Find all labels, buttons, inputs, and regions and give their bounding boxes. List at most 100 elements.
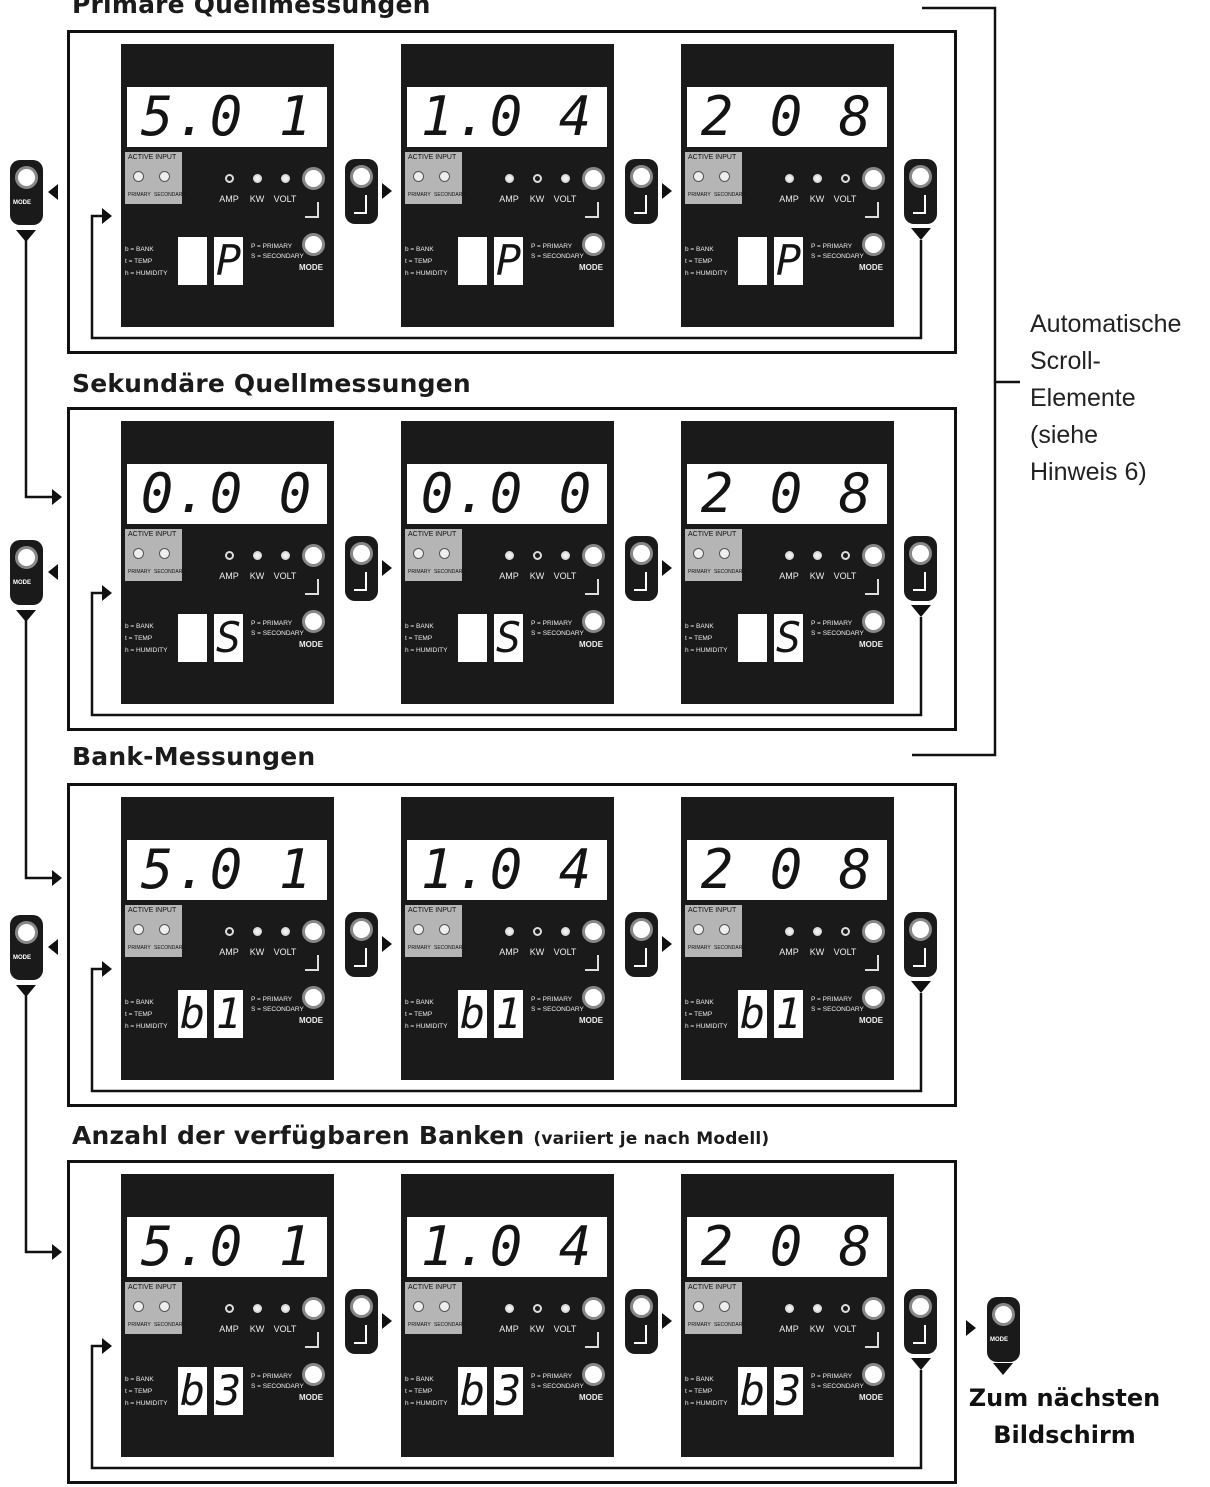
enter-button-3-1[interactable]: [625, 1289, 658, 1354]
enter-knob-icon[interactable]: [582, 1297, 605, 1320]
enter-button-3-2[interactable]: [904, 1289, 937, 1354]
legend-item-0: b = BANK: [125, 999, 154, 1006]
arrow-right-icon: [382, 183, 392, 199]
enter-knob-icon[interactable]: [302, 544, 325, 567]
amp-led-icon: [505, 551, 514, 560]
enter-button-0-2[interactable]: [904, 159, 937, 224]
small-readout-left: [178, 614, 207, 662]
volt-label: VOLT: [553, 1324, 577, 1334]
mode-knob-icon[interactable]: [862, 610, 885, 633]
mode-button-0[interactable]: MODE: [10, 160, 43, 225]
mode-knob-icon[interactable]: [302, 986, 325, 1009]
mode-knob-icon[interactable]: [582, 1363, 605, 1386]
mode-label: MODE: [579, 263, 603, 272]
kw-label: KW: [529, 571, 545, 581]
loop-line-2: [90, 967, 923, 1093]
legend-item-1: t = TEMP: [685, 635, 713, 642]
small-readout-left: [738, 237, 767, 285]
legend2-item-1: S = SECONDARY: [811, 630, 864, 637]
enter-knob-icon[interactable]: [862, 1297, 885, 1320]
enter-button-3-0[interactable]: [345, 1289, 378, 1354]
amp-label: AMP: [219, 1324, 239, 1334]
mode-knob-icon[interactable]: [582, 610, 605, 633]
main-readout: 2 0 8: [687, 464, 887, 524]
enter-button-1-2[interactable]: [904, 536, 937, 601]
loop-line-3: [90, 1344, 923, 1470]
primary-label: PRIMARY: [688, 569, 711, 575]
enter-knob-icon[interactable]: [582, 920, 605, 943]
mode-button-2[interactable]: MODE: [10, 915, 43, 980]
mode-label: MODE: [299, 1393, 323, 1402]
mode-text: MODE: [990, 1337, 1008, 1343]
knob-icon: [630, 542, 653, 565]
enter-knob-icon[interactable]: [302, 167, 325, 190]
mode-knob-icon[interactable]: [862, 1363, 885, 1386]
kw-led-icon: [813, 1304, 822, 1313]
knob-icon: [909, 918, 932, 941]
amp-label: AMP: [779, 1324, 799, 1334]
active-input-label: ACTIVE INPUT: [408, 531, 457, 538]
return-arrow-icon: [634, 1325, 647, 1344]
mode-knob-icon[interactable]: [302, 233, 325, 256]
enter-button-1-0[interactable]: [345, 536, 378, 601]
legend-item-1: t = TEMP: [125, 1388, 153, 1395]
small-readout-right: 3: [494, 1366, 523, 1415]
legend-item-0: b = BANK: [125, 246, 154, 253]
mode-knob-icon[interactable]: [862, 233, 885, 256]
main-readout: 5.0 1: [127, 840, 327, 900]
secondary-led-icon: [159, 548, 170, 559]
secondary-led-icon: [159, 924, 170, 935]
mode-knob-icon[interactable]: [582, 986, 605, 1009]
primary-led-icon: [413, 1301, 424, 1312]
legend-item-0: b = BANK: [405, 246, 434, 253]
legend-item-2: h = HUMIDITY: [405, 270, 448, 277]
arrow-down-icon: [911, 228, 931, 240]
small-readout-left: b: [458, 989, 487, 1038]
small-readout-right: P: [774, 236, 803, 285]
enter-return-icon: [305, 1332, 319, 1348]
legend2-item-0: P = PRIMARY: [811, 996, 853, 1003]
enter-button-0-0[interactable]: [345, 159, 378, 224]
secondary-label: SECONDARY: [434, 1322, 466, 1328]
mode-knob-icon[interactable]: [862, 986, 885, 1009]
enter-knob-icon[interactable]: [862, 920, 885, 943]
mode-knob-icon[interactable]: [302, 610, 325, 633]
next-screen-mode-button[interactable]: MODE: [987, 1297, 1020, 1362]
enter-knob-icon[interactable]: [302, 920, 325, 943]
kw-label: KW: [529, 1324, 545, 1334]
mode-knob-icon[interactable]: [302, 1363, 325, 1386]
mode-knob-icon[interactable]: [582, 233, 605, 256]
enter-button-2-2[interactable]: [904, 912, 937, 977]
primary-label: PRIMARY: [688, 945, 711, 951]
legend-item-2: h = HUMIDITY: [125, 647, 168, 654]
mode-label: MODE: [299, 1016, 323, 1025]
knob-icon: [909, 1295, 932, 1318]
mode-button-1[interactable]: MODE: [10, 540, 43, 605]
enter-knob-icon[interactable]: [862, 544, 885, 567]
primary-label: PRIMARY: [408, 1322, 431, 1328]
enter-button-0-1[interactable]: [625, 159, 658, 224]
enter-button-2-1[interactable]: [625, 912, 658, 977]
enter-knob-icon[interactable]: [582, 167, 605, 190]
main-readout: 0.0 0: [407, 464, 607, 524]
enter-knob-icon[interactable]: [302, 1297, 325, 1320]
enter-button-2-0[interactable]: [345, 912, 378, 977]
auto-scroll-label: Automatische Scroll- Elemente (siehe Hin…: [1030, 310, 1182, 486]
mode-label: MODE: [299, 640, 323, 649]
enter-button-1-1[interactable]: [625, 536, 658, 601]
enter-knob-icon[interactable]: [582, 544, 605, 567]
section-box-1: [67, 407, 957, 731]
secondary-label: SECONDARY: [714, 192, 746, 198]
arrow-right-icon: [102, 961, 112, 977]
enter-return-icon: [305, 579, 319, 595]
enter-knob-icon[interactable]: [862, 167, 885, 190]
kw-led-icon: [253, 1304, 262, 1313]
